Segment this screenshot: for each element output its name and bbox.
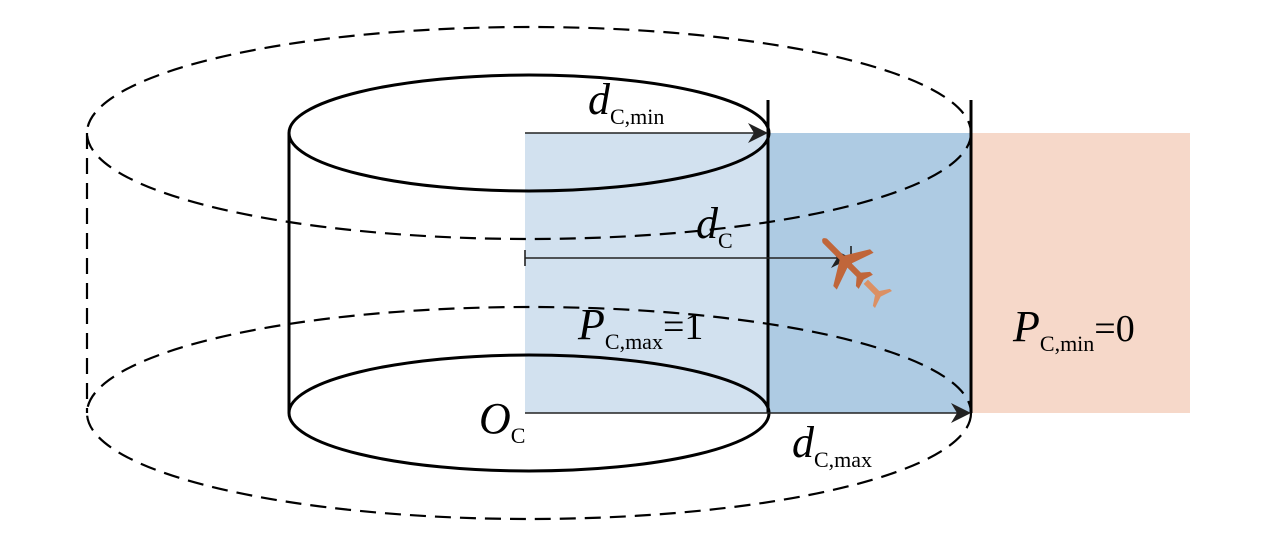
label-o-c: OC bbox=[479, 394, 525, 448]
airplane-icon bbox=[822, 238, 892, 308]
label-p-c-min: PC,min=0 bbox=[1012, 302, 1135, 356]
inner-solid-cylinder bbox=[287, 73, 973, 473]
label-d-c: dC bbox=[696, 199, 733, 253]
label-d-c-min: dC,min bbox=[588, 75, 664, 129]
label-p-c-max: PC,max=1 bbox=[577, 300, 703, 354]
label-d-c-max: dC,max bbox=[792, 418, 872, 472]
inner-zone-region bbox=[525, 133, 768, 413]
outer-zone-region bbox=[971, 133, 1190, 413]
